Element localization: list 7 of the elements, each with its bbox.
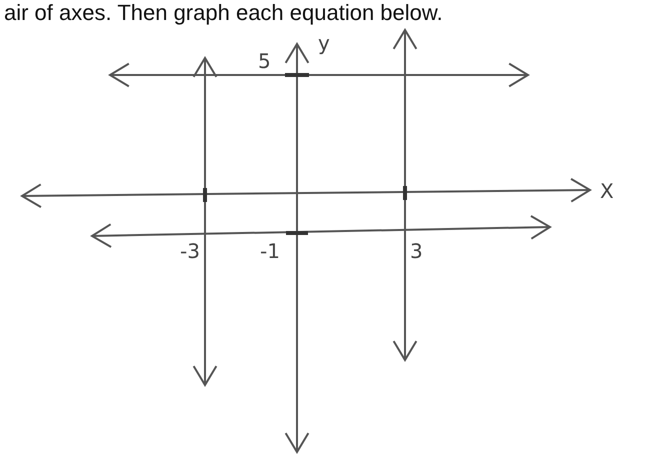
tick-label: 3 bbox=[410, 240, 423, 262]
axis-label: X bbox=[600, 180, 614, 202]
axis-label: y bbox=[318, 32, 330, 54]
tick-label: 5 bbox=[258, 50, 271, 72]
instruction-text: air of axes. Then graph each equation below. bbox=[4, 0, 443, 26]
tick-label: -1 bbox=[260, 240, 280, 262]
tick-label: -3 bbox=[180, 240, 200, 262]
